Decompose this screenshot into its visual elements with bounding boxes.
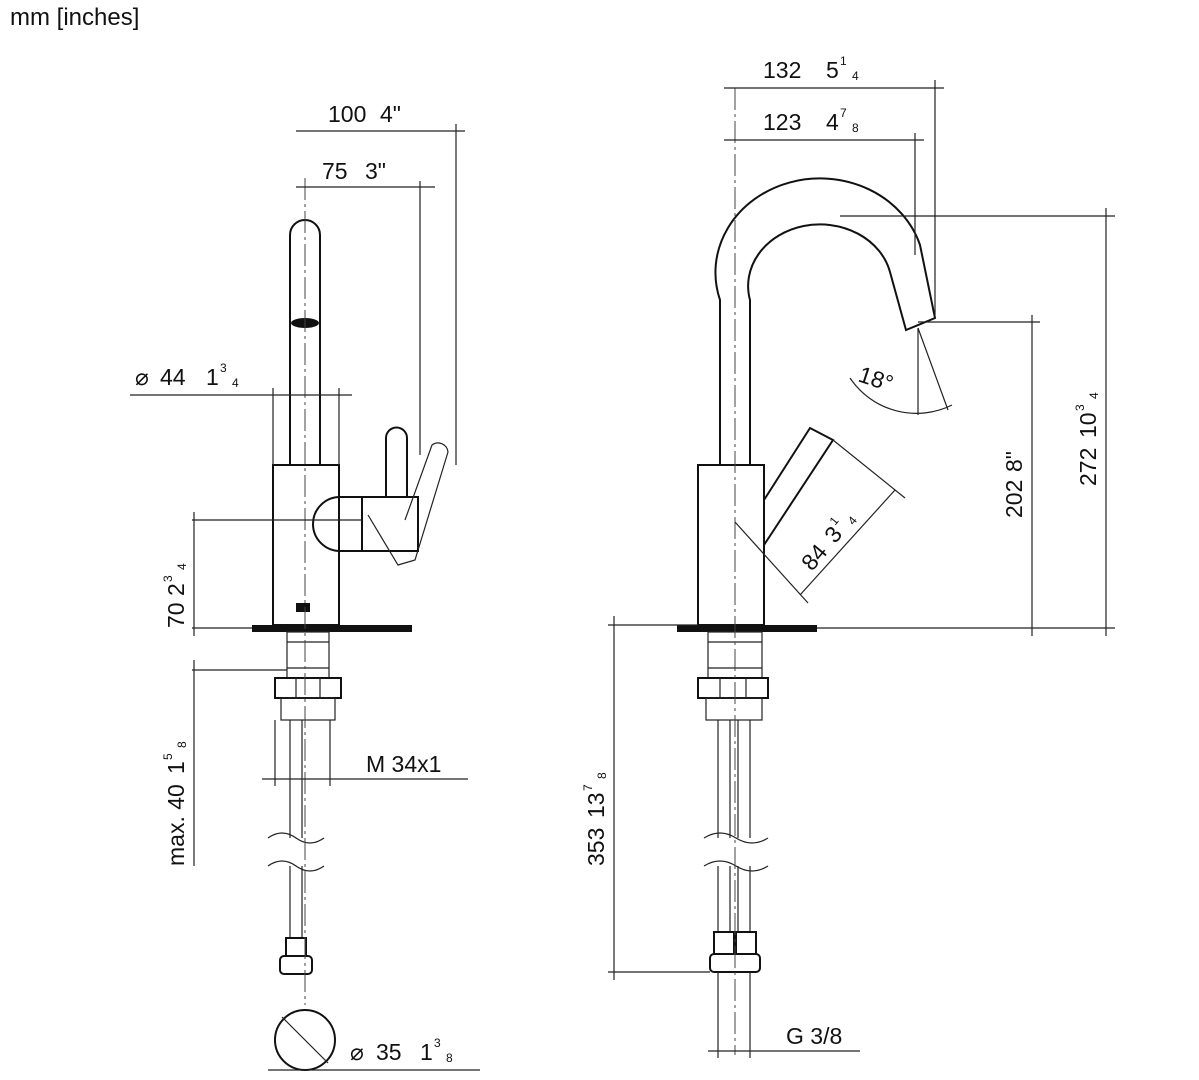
dim-202: 202 (1001, 480, 1027, 518)
logo-mark (296, 603, 310, 612)
svg-text:3: 3 (161, 575, 175, 582)
svg-text:8": 8" (1001, 451, 1027, 472)
dim-272: 272 (1075, 448, 1101, 486)
svg-text:4: 4 (826, 109, 839, 135)
front-lever (763, 426, 835, 546)
svg-text:4: 4 (232, 376, 239, 390)
dim-100: 100 (328, 101, 366, 127)
svg-text:13: 13 (583, 792, 609, 818)
dim-max-40: max. 40 (163, 784, 189, 866)
svg-text:3: 3 (220, 361, 227, 375)
lever-base (361, 496, 419, 552)
dim-84: 84 (796, 539, 832, 575)
svg-text:4": 4" (380, 101, 401, 127)
dim-353: 353 (583, 828, 609, 866)
units-label: mm [inches] (10, 4, 140, 31)
svg-text:4: 4 (852, 69, 859, 83)
front-view: 132 5 1 4 123 4 7 8 18° 202 8" 272 10 3 … (581, 54, 1115, 1058)
svg-text:5: 5 (826, 57, 839, 83)
dim-dia-44: ⌀ (135, 364, 149, 390)
lever-hub (312, 496, 363, 552)
svg-text:8: 8 (852, 121, 859, 135)
svg-text:3: 3 (1073, 404, 1087, 411)
deck-plate (252, 625, 412, 632)
svg-text:1: 1 (206, 364, 219, 390)
shank (286, 631, 330, 679)
svg-text:1: 1 (420, 1039, 433, 1065)
front-spout (714, 177, 937, 465)
svg-text:4: 4 (845, 513, 860, 527)
lever-handle (385, 426, 408, 497)
thread-label: M 34x1 (366, 751, 441, 777)
svg-text:35: 35 (376, 1039, 402, 1065)
svg-text:7: 7 (840, 106, 847, 120)
svg-text:8: 8 (446, 1051, 453, 1065)
svg-text:4: 4 (175, 563, 189, 570)
side-view: 100 4" 75 3" ⌀ 44 1 3 4 70 2 3 4 max. 40… (130, 101, 480, 1071)
svg-text:1: 1 (840, 54, 847, 68)
svg-text:10: 10 (1075, 412, 1101, 438)
svg-text:7: 7 (581, 784, 595, 791)
lever-alt-position (367, 442, 449, 566)
svg-text:3: 3 (434, 1036, 441, 1050)
dim-75: 75 (322, 158, 348, 184)
svg-text:5: 5 (161, 753, 175, 760)
front-deck-plate (677, 625, 817, 632)
connection-label: G 3/8 (786, 1023, 842, 1049)
front-body (697, 464, 765, 626)
svg-text:3": 3" (365, 158, 386, 184)
svg-text:1: 1 (163, 761, 189, 774)
svg-text:8: 8 (595, 772, 609, 779)
dim-dia-35: ⌀ (350, 1039, 364, 1065)
dim-123: 123 (763, 109, 801, 135)
dim-132: 132 (763, 57, 801, 83)
dim-70: 70 (163, 602, 189, 628)
svg-text:8: 8 (175, 741, 189, 748)
side-body (272, 464, 340, 626)
mounting-nut (274, 677, 342, 699)
svg-text:2: 2 (163, 583, 189, 596)
svg-text:4: 4 (1087, 392, 1101, 399)
svg-text:44: 44 (160, 364, 186, 390)
